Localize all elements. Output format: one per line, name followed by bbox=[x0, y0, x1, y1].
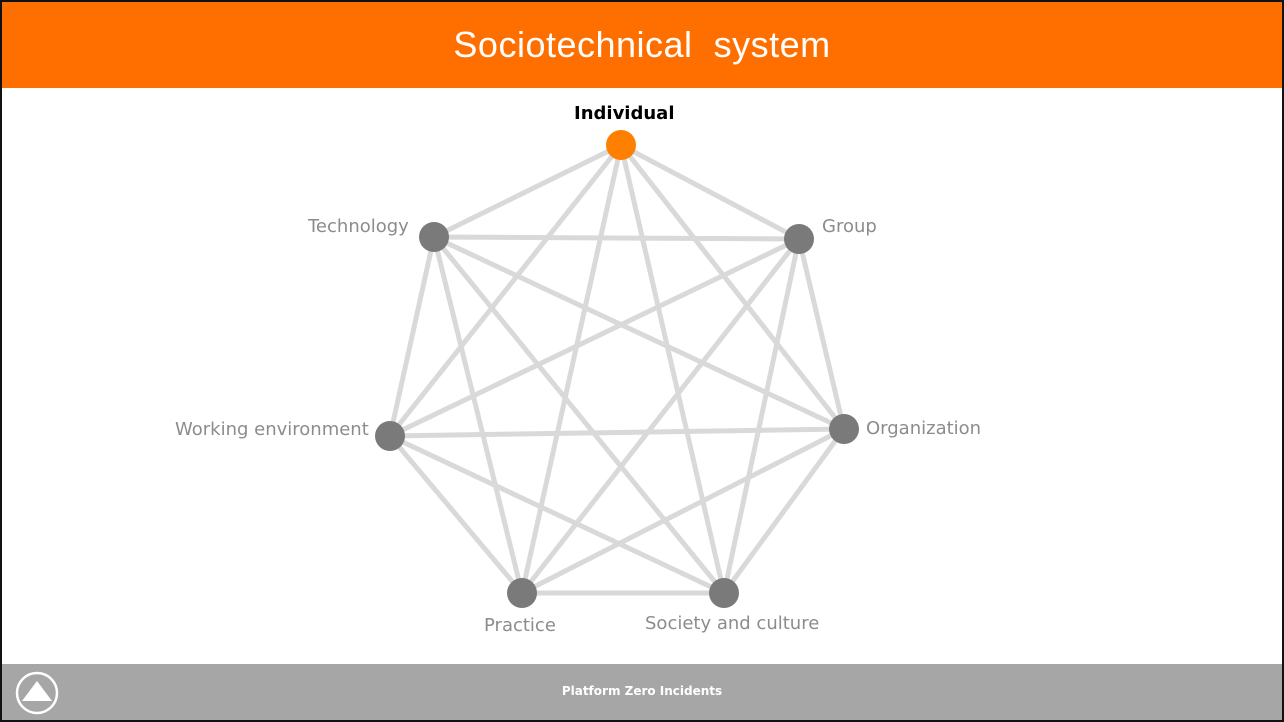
node-organization bbox=[829, 414, 859, 444]
edge-group-society bbox=[721, 238, 802, 594]
edge-individual-technology bbox=[432, 142, 623, 240]
node-practice bbox=[507, 578, 537, 608]
edge-individual-practice bbox=[519, 144, 624, 594]
node-label-organization: Organization bbox=[866, 418, 982, 439]
node-group bbox=[784, 224, 814, 254]
title-bar: Sociotechnical system bbox=[2, 2, 1282, 88]
network-graph bbox=[375, 130, 859, 608]
edge-organization-society bbox=[721, 427, 847, 595]
platform-logo-icon bbox=[15, 671, 59, 715]
node-working-environment bbox=[375, 421, 405, 451]
edge-society-working-environment bbox=[388, 433, 726, 596]
edge-working-environment-technology bbox=[387, 236, 437, 437]
edge-individual-group bbox=[619, 142, 801, 242]
edge-practice-working-environment bbox=[388, 434, 524, 595]
edge-individual-organization bbox=[619, 143, 846, 431]
edge-group-practice bbox=[520, 237, 801, 595]
node-label-technology: Technology bbox=[308, 216, 409, 237]
node-technology bbox=[419, 222, 449, 252]
node-label-working-environment: Working environment bbox=[175, 419, 369, 440]
network-diagram: Individual Group Organization Society an… bbox=[2, 88, 1282, 664]
edge-group-technology bbox=[433, 234, 800, 242]
edge-practice-technology bbox=[431, 236, 525, 594]
edge-society-technology bbox=[432, 235, 726, 595]
edge-individual-society bbox=[618, 144, 727, 594]
node-individual bbox=[606, 130, 636, 160]
edge-group-working-environment bbox=[388, 236, 801, 439]
edge-individual-working-environment bbox=[388, 143, 623, 438]
edge-organization-working-environment bbox=[389, 426, 845, 439]
footer-bar: Platform Zero Incidents bbox=[2, 664, 1282, 720]
node-society bbox=[709, 578, 739, 608]
slide-title: Sociotechnical system bbox=[453, 24, 831, 65]
node-label-individual: Individual bbox=[574, 103, 675, 124]
node-label-group: Group bbox=[822, 216, 877, 237]
node-label-practice: Practice bbox=[484, 615, 556, 636]
edge-organization-technology bbox=[432, 234, 846, 432]
node-label-society: Society and culture bbox=[645, 613, 820, 634]
edge-organization-practice bbox=[520, 426, 846, 596]
footer-text: Platform Zero Incidents bbox=[561, 684, 723, 698]
edge-group-organization bbox=[796, 238, 847, 430]
